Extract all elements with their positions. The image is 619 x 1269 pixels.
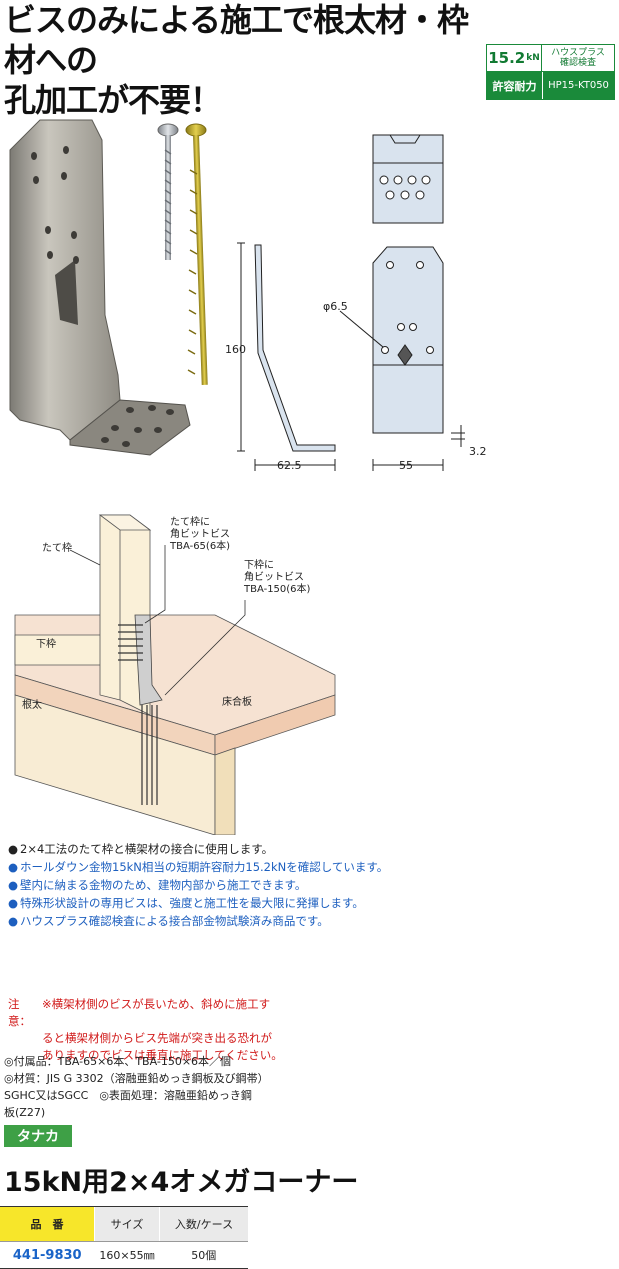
- spec-value-number: 15.2: [488, 49, 526, 67]
- label-screw-top-1: たて枠に: [170, 515, 210, 528]
- spec-material-3: 板(Z27): [4, 1106, 46, 1119]
- caution-notes: 注意： ※横架材側のビスが長いため、斜めに施工す ると横架材側からビス先端が突き出…: [8, 996, 608, 1064]
- feature-item: ●2×4工法のたて枠と横架材の接合に使用します。: [8, 842, 274, 856]
- headline-line-2: 孔加工が不要！: [4, 81, 222, 119]
- table-row: 441-9830 160×55㎜ 50個: [0, 1241, 248, 1269]
- header-qty: 入数/ケース: [159, 1206, 248, 1242]
- dim-side-width: 62.5: [277, 459, 302, 472]
- headline: ビスのみによる施工で根太材・枠材への 孔加工が不要！: [4, 0, 474, 120]
- label-screw-bot-2: 角ビットビス: [244, 571, 304, 583]
- table-header-row: 品 番 サイズ 入数/ケース: [0, 1206, 248, 1242]
- spec-accessories: ◎付属品：TBA-65×6本、TBA-150×6本／個: [4, 1055, 232, 1068]
- side-view: [237, 242, 336, 471]
- caution-line: ると横架材側からビス先端が突き出る恐れが: [42, 1031, 272, 1045]
- spec-inspection-line2: 確認検査: [559, 58, 596, 68]
- caution-head: 注意：: [8, 997, 31, 1028]
- spec-text: ◎付属品：TBA-65×6本、TBA-150×6本／個 ◎材質：JIS G 33…: [4, 1053, 304, 1121]
- spec-inspection: ハウスプラス確認検査: [542, 45, 614, 72]
- spec-label: 許容耐力: [487, 72, 542, 99]
- spec-material-2: SGHC又はSGCC ◎表面処理：溶融亜鉛めっき鋼: [4, 1089, 252, 1102]
- feature-item: ●ハウスプラス確認検査による接合部金物試験済み商品です。: [8, 914, 329, 928]
- front-view: [339, 246, 465, 471]
- dim-front-width: 55: [399, 459, 413, 472]
- screw-silver-photo: [157, 123, 179, 260]
- bracket-photo: [9, 119, 191, 456]
- caution-line: ありますのでビスは垂直に施工してください。: [42, 1048, 283, 1062]
- product-photo: [9, 119, 208, 456]
- cell-size: 160×55㎜: [94, 1241, 160, 1269]
- feature-list: ●2×4工法のたて枠と横架材の接合に使用します。 ●ホールダウン金物15kN相当…: [8, 840, 608, 930]
- brand-badge: タナカ: [4, 1125, 72, 1147]
- top-view: [372, 134, 444, 224]
- cell-qty: 50個: [159, 1241, 248, 1269]
- leader-lines: [69, 545, 246, 696]
- label-screw-bot-3: TBA-150(6本): [243, 582, 311, 595]
- label-yukagouban: 床合板: [222, 695, 252, 708]
- spec-value-unit: kN: [526, 53, 540, 63]
- dim-hole: φ6.5: [323, 300, 348, 313]
- headline-line-1: ビスのみによる施工で根太材・枠材への: [4, 1, 469, 79]
- spec-material: ◎材質：JIS G 3302（溶融亜鉛めっき鋼板及び鋼帯）: [4, 1072, 269, 1085]
- product-table: 品 番 サイズ 入数/ケース 441-9830 160×55㎜ 50個: [0, 1206, 248, 1269]
- dim-height: 160: [225, 343, 246, 356]
- dim-thickness: 3.2: [469, 445, 487, 458]
- header-size: サイズ: [94, 1206, 160, 1242]
- product-name: 15kN用2×4オメガコーナー: [4, 1167, 359, 1198]
- installation-diagram: たて枠 下枠 根太 床合板 たて枠に 角ビットビス TBA-65(6本) 下枠に…: [14, 514, 336, 835]
- feature-item: ●ホールダウン金物15kN相当の短期許容耐力15.2kNを確認しています。: [8, 860, 389, 874]
- header-code: 品 番: [0, 1206, 95, 1242]
- label-shitawaku: 下枠: [36, 637, 56, 650]
- install-bracket: [118, 614, 163, 805]
- screw-gold-photo: [185, 123, 208, 385]
- label-screw-top-2: 角ビットビス: [170, 528, 230, 540]
- feature-item: ●壁内に納まる金物のため、建物内部から施工できます。: [8, 878, 307, 892]
- cell-code: 441-9830: [0, 1241, 95, 1269]
- label-screw-bot-1: 下枠に: [244, 558, 274, 571]
- spec-inspection-line1: ハウスプラス: [551, 48, 605, 58]
- spec-code: HP15-KT050: [542, 72, 614, 99]
- label-screw-top-3: TBA-65(6本): [169, 539, 230, 552]
- caution-line: ※横架材側のビスが長いため、斜めに施工す: [42, 997, 271, 1011]
- label-neta: 根太: [22, 698, 42, 711]
- technical-drawing: 160 62.5 φ6.5 55 3.2: [225, 134, 487, 472]
- install-wood: [14, 514, 336, 835]
- feature-item: ●特殊形状設計の専用ビスは、強度と施工性を最大限に発揮します。: [8, 896, 364, 910]
- label-tatewaku: たて枠: [42, 541, 72, 554]
